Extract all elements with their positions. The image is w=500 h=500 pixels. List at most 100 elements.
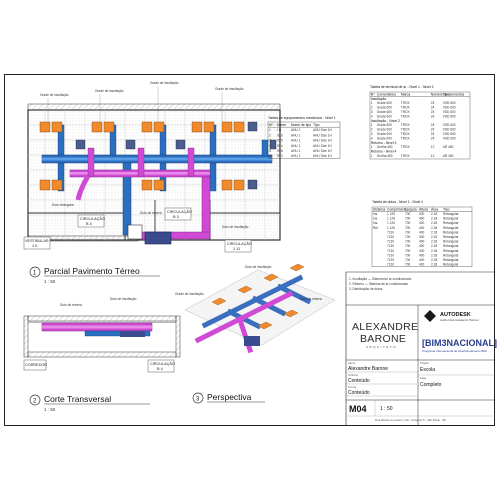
program-subtitle: Programa Internacional de Aperfeiçoament…	[422, 349, 487, 353]
section-circulation-tag: CIRCULAÇÃO	[150, 361, 175, 366]
perspective-view-number: 3	[196, 397, 200, 403]
equipment-schedule-cell: 5	[269, 149, 271, 153]
duct-schedule-cell: 400	[419, 244, 425, 248]
duct-schedule-cell: Retangular	[443, 253, 460, 257]
air-terminal-schedule-cell: 24	[431, 106, 435, 110]
duct-schedule-cell: Retangular	[443, 212, 460, 216]
air-terminal-schedule-cell: 12	[431, 154, 435, 158]
duct-schedule-header: Altura	[419, 207, 428, 211]
duct-schedule-cell: 400	[419, 258, 425, 262]
equipment-schedule-cell: AHU 1	[291, 128, 301, 132]
duct-schedule-cell: 700	[405, 230, 411, 234]
duct-schedule-cell: Retangular	[443, 221, 460, 225]
air-diffusers	[39, 121, 277, 191]
duct-schedule-header: Área	[431, 207, 438, 211]
duct-schedule-cell: 7130	[387, 253, 394, 257]
air-terminal-schedule: Tabela de terminal de ar - Nível 1 - Nív…	[369, 85, 471, 160]
equipment-schedule-cell: AHU Size 1H	[313, 149, 332, 153]
duct-schedule-cell: 7130	[387, 244, 394, 248]
equipment-schedule-header: Tipo	[313, 123, 320, 127]
duct-schedule-header: Sistema	[373, 207, 385, 211]
air-terminal-schedule-cell: VSD 600	[443, 136, 456, 140]
duct-schedule-cell: 700	[405, 253, 411, 257]
perspective-annotations: Grade de insuflação Duto de insuflação D…	[175, 265, 322, 301]
air-terminal-schedule-cell: Grelha 450	[377, 154, 393, 158]
equipment-schedule-cell: AHU Size 1H	[313, 139, 332, 143]
duct-schedule-cell: Retangular	[443, 230, 460, 234]
ahu-label-box	[127, 224, 143, 240]
air-handling-unit	[144, 231, 172, 245]
duct-schedule-cell: 2.18	[431, 240, 437, 244]
room-tag-2-number: B 3	[173, 215, 179, 219]
equipment-schedule-cell: IS 8	[277, 149, 283, 153]
air-terminal-schedule-header: Marca	[401, 92, 411, 96]
svg-text:Duto retangular: Duto retangular	[52, 203, 75, 207]
duct-schedule-cell: 1 126	[387, 217, 395, 221]
section-view: Duto de retorno Duto de insuflação CORRE…	[23, 297, 181, 412]
duct-schedule-cell: Retangular	[443, 235, 460, 239]
project-value: Escola	[420, 367, 435, 373]
svg-text:Grade de insuflação: Grade de insuflação	[95, 89, 124, 93]
duct-schedule-cell: 1 126	[387, 226, 395, 230]
equipment-schedule-cell: I I1	[277, 128, 282, 132]
svg-text:Grade de insuflação: Grade de insuflação	[150, 81, 179, 85]
duct-schedule-cell: 400	[419, 253, 425, 257]
plan-room-tags: CIRCULAÇÃO B 4 CIRCULAÇÃO B 3 CIRCULAÇÃO…	[23, 207, 252, 253]
air-terminal-group-label: Retorno - Nível 3	[371, 141, 397, 145]
duct-schedule-cell: 700	[405, 217, 411, 221]
svg-text:Duto de insuflação: Duto de insuflação	[110, 297, 137, 301]
air-terminal-schedule-cell: Grade 600	[377, 106, 392, 110]
plan-view: Grade de insuflação Grade de insuflação …	[23, 81, 281, 284]
air-terminal-schedule-header: Tipo	[443, 92, 450, 96]
sheet-border	[4, 74, 495, 426]
section-supply-duct	[84, 330, 151, 337]
room-tag-4-number: 1 11	[233, 247, 240, 251]
air-terminal-schedule-cell: Grade 600	[377, 110, 392, 114]
equipment-schedule-cell: AHU 1	[291, 154, 301, 158]
duct-schedule-cell: Retangular	[443, 240, 460, 244]
duct-schedule-header: Tipo	[443, 207, 450, 211]
plan-view-scale: 1 : 50	[44, 279, 56, 284]
room-tag-4-name: CIRCULAÇÃO	[227, 241, 252, 246]
equipment-schedule-cell: 6	[269, 154, 271, 158]
student-value: Alexandre Barone	[348, 366, 388, 372]
class-value: Conteúdo	[348, 390, 370, 396]
duct-schedule-cell: 700	[405, 244, 411, 248]
duct-schedule-cell: 400	[419, 263, 425, 267]
duct-schedule-cell: Retangular	[443, 217, 460, 221]
air-terminal-schedule-cell: 24	[431, 136, 435, 140]
perspective-view: Grade de insuflação Duto de insuflação D…	[175, 263, 336, 404]
plan-wall-north	[27, 103, 281, 111]
duct-schedule-cell: Ret.	[373, 226, 379, 230]
equipment-schedule-header: Nº	[269, 123, 273, 127]
duct-schedule-cell: 2.18	[431, 263, 437, 267]
equipment-schedule-cell: AHU 1	[291, 133, 301, 137]
note-2: 2. Retorno — Sistema de ar condicionado	[349, 282, 408, 286]
equipment-schedule-cell: IS 4	[277, 144, 283, 148]
duct-schedule-cell: 700	[405, 240, 411, 244]
room-tag-5-name: VESTIBULAR	[25, 239, 49, 243]
air-terminal-schedule-cell: 24	[431, 114, 435, 118]
air-terminal-schedule-cell: TROX	[401, 128, 411, 132]
svg-text:Duto de retorno: Duto de retorno	[60, 303, 82, 307]
equipment-schedule-cell: AHU 1	[291, 144, 301, 148]
equipment-schedule-cell: AHU Size 1H	[313, 133, 332, 137]
air-terminal-schedule-cell: TROX	[401, 145, 411, 149]
room-tag-1-name: CIRCULAÇÃO	[80, 216, 105, 221]
equipment-schedule-cell: IS 6	[277, 133, 283, 137]
section-corridor-tag: CORREDOR	[25, 363, 47, 367]
section-circulation-number: B 4	[157, 367, 163, 371]
logo-line-2: BARONE	[360, 333, 406, 345]
duct-schedule-cell: 2.18	[431, 253, 437, 257]
air-terminal-schedule-cell: AR 450	[443, 154, 454, 158]
equipment-schedule-cell: 1	[269, 128, 271, 132]
perspective-diffusers	[211, 263, 305, 330]
air-terminal-schedule-cell: Grade 600	[377, 123, 392, 127]
equipment-schedule-cell: 2	[269, 133, 271, 137]
class-label: Turma	[348, 385, 356, 389]
air-terminal-schedule-cell: 4	[371, 114, 373, 118]
air-terminal-schedule-cell: TROX	[401, 132, 411, 136]
duct-schedule-cell: 2.18	[431, 217, 437, 221]
svg-text:Duto de insuflação: Duto de insuflação	[222, 225, 249, 229]
